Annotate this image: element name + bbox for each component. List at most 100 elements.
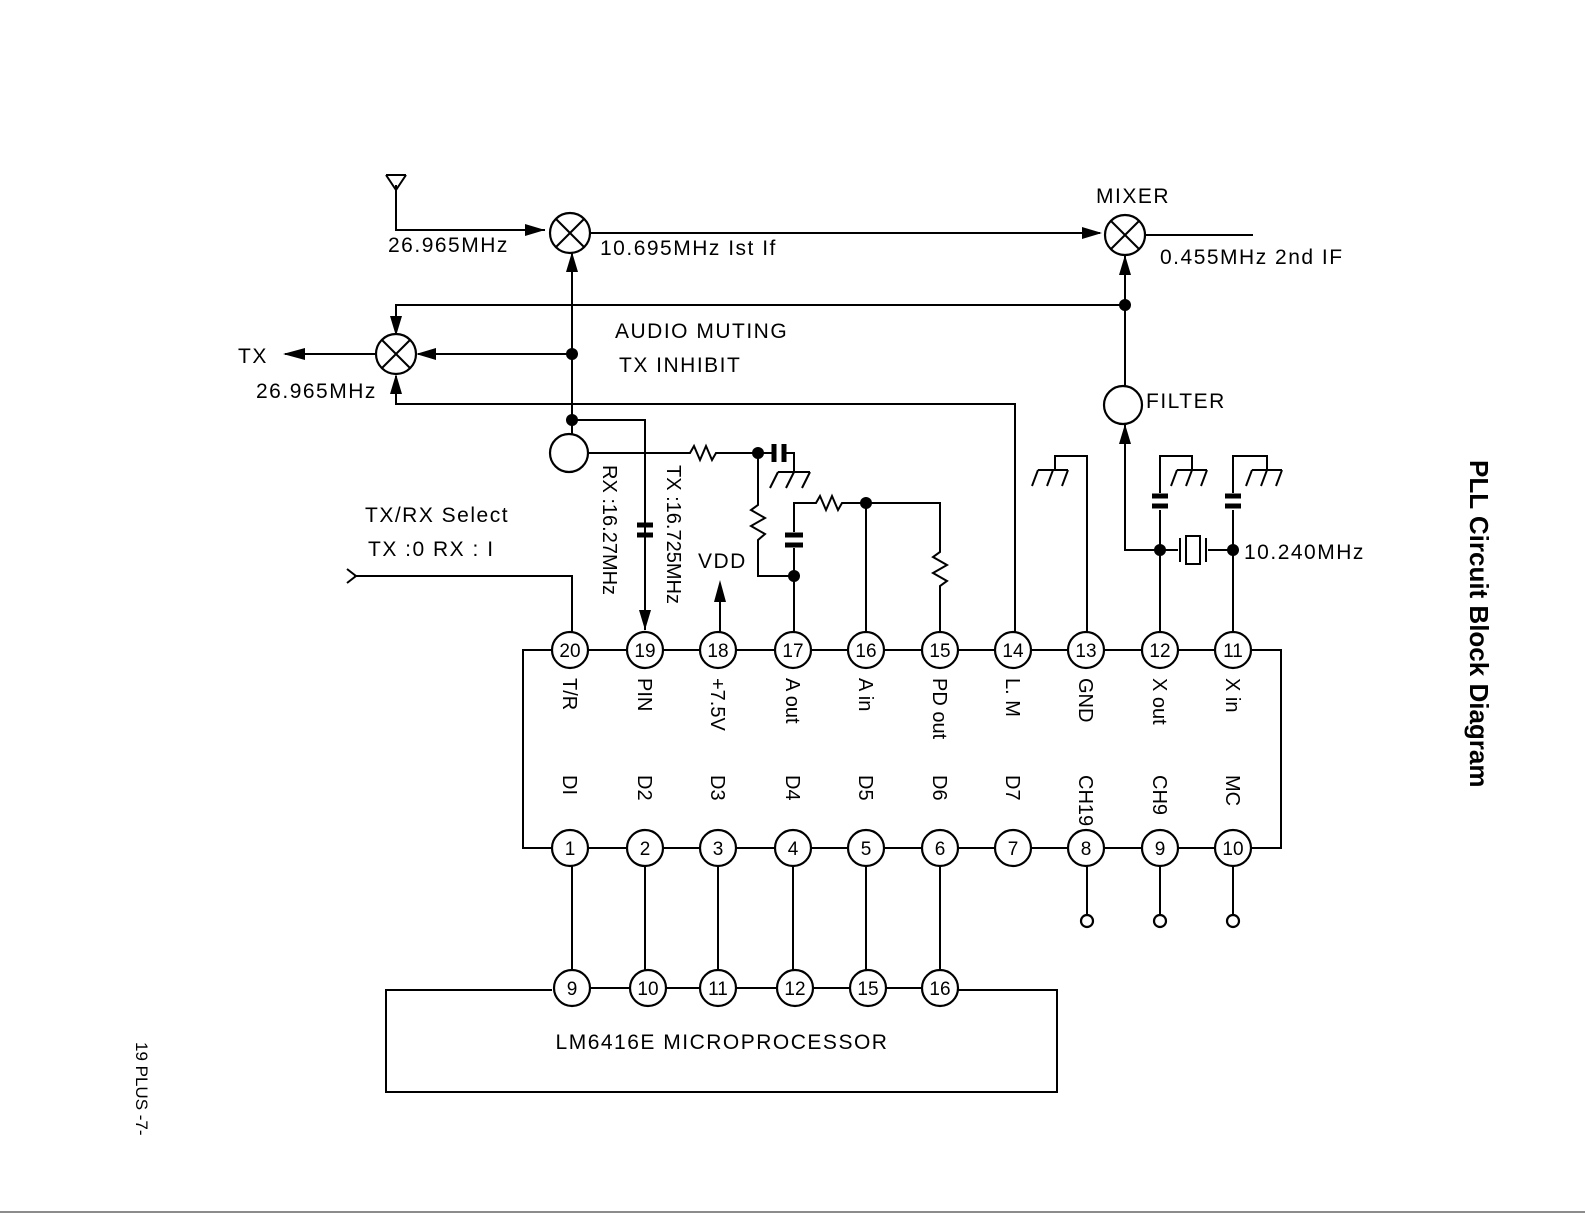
pin-name: CH19: [1074, 775, 1096, 826]
ground-symbol-13: [1031, 455, 1088, 632]
microprocessor-label: LM6416E MICROPROCESSOR: [556, 1031, 889, 1054]
pin-15-circle: [920, 630, 960, 670]
pin-name: D5: [854, 775, 876, 801]
pin-17-circle: [773, 630, 813, 670]
pin-12-circle: [1140, 630, 1180, 670]
pin-number: 3: [713, 839, 724, 860]
pin-number: 13: [1075, 641, 1096, 662]
filter-circle: [1102, 384, 1144, 426]
pin-18-circle: [698, 630, 738, 670]
pin-number: 2: [640, 839, 651, 860]
pin-11-circle: [1213, 630, 1253, 670]
pin-number: 18: [707, 641, 728, 662]
mcu-pin-number: 15: [857, 979, 878, 1000]
pin-number: 5: [861, 839, 872, 860]
pin-name: L. M: [1001, 678, 1023, 717]
pin-number: 19: [634, 641, 655, 662]
pin-14-circle: [993, 630, 1033, 670]
pin-name: A out: [781, 678, 803, 724]
mcu-pin-number: 9: [567, 979, 578, 1000]
vco-circle: [548, 432, 590, 474]
txrx-values-label: TX :0 RX : I: [368, 538, 495, 561]
channel-terminals: [1079, 866, 1241, 929]
mcu-pin-number: 12: [784, 979, 805, 1000]
pin-8-circle: [1066, 828, 1106, 868]
pin-19-circle: [625, 630, 665, 670]
mcu-pin-12-circle: [775, 968, 815, 1008]
first-if-label: 10.695MHz Ist If: [600, 237, 777, 260]
mcu-pin-number: 16: [929, 979, 950, 1000]
antenna-frequency: 26.965MHz: [388, 234, 509, 257]
mcu-pin-11-circle: [698, 968, 738, 1008]
page-bottom-rule: [0, 1211, 1585, 1213]
audio-muting-label: AUDIO MUTING: [615, 320, 788, 343]
pll-chip-outline: [522, 649, 1282, 849]
pin-number: 11: [1223, 641, 1243, 662]
pin-number: 6: [935, 839, 946, 860]
tx-mixer: [374, 332, 418, 376]
pin-9-circle: [1140, 828, 1180, 868]
pin-name: GND: [1074, 678, 1096, 722]
pin-2-circle: [625, 828, 665, 868]
pin-number: 14: [1002, 641, 1024, 662]
rx-vco-frequency: RX :16.27MHz: [598, 465, 620, 595]
pin-7-circle: [993, 828, 1033, 868]
crystal-frequency: 10.240MHz: [1244, 541, 1365, 564]
pin-number: 7: [1008, 839, 1019, 860]
pin-number: 9: [1155, 839, 1166, 860]
second-mixer: [1103, 213, 1147, 257]
pin-name: X out: [1148, 678, 1170, 725]
mcu-pin-16-circle: [920, 968, 960, 1008]
mixer-label: MIXER: [1096, 185, 1170, 208]
mcu-pin-number: 10: [637, 979, 658, 1000]
tx-vco-frequency: TX :16.725MHz: [662, 465, 684, 604]
vdd-label: VDD: [698, 550, 747, 573]
tx-frequency: 26.965MHz: [256, 380, 377, 403]
pin-name: D2: [633, 775, 655, 801]
pin-6-circle: [920, 828, 960, 868]
pin-name: +7.5V: [706, 678, 728, 731]
pin-number: 4: [788, 839, 799, 860]
pin-name: A in: [854, 678, 876, 711]
pin-name: D3: [706, 775, 728, 801]
mcu-pin-15-circle: [848, 968, 888, 1008]
tx-output-label: TX: [238, 345, 268, 368]
data-bus-lines: [571, 866, 941, 970]
loop-filter-network: [588, 443, 950, 632]
txrx-select-line: [346, 568, 573, 632]
microprocessor-pins: 9 10 11 12 15 16: [552, 968, 960, 1008]
pin-name: X in: [1221, 678, 1243, 712]
filter-label: FILTER: [1146, 390, 1226, 413]
pin-name: CH9: [1148, 775, 1170, 815]
pin-name: MC: [1221, 775, 1243, 806]
pin-name: D7: [1001, 775, 1023, 801]
pin-name: PD out: [928, 678, 950, 740]
pin-1-circle: [550, 828, 590, 868]
mcu-pin-9-circle: [552, 968, 592, 1008]
pin-4-circle: [773, 828, 813, 868]
tx-inhibit-label: TX INHIBIT: [619, 354, 741, 377]
pin-number: 1: [565, 839, 576, 860]
page-title: PLL Circuit Block Diagram: [1464, 460, 1494, 788]
rf-path-wires: [283, 174, 1253, 632]
pin-name: DI: [558, 775, 580, 795]
pin-number: 8: [1081, 839, 1092, 860]
pin-number: 17: [782, 641, 803, 662]
pin-number: 12: [1149, 641, 1170, 662]
mcu-pin-10-circle: [628, 968, 668, 1008]
pin-number: 10: [1222, 839, 1243, 860]
pin-16-circle: [846, 630, 886, 670]
microprocessor-box: [385, 989, 1058, 1093]
txrx-select-label: TX/RX Select: [365, 504, 509, 527]
pin-3-circle: [698, 828, 738, 868]
pin-10-circle: [1213, 828, 1253, 868]
pin-number: 16: [855, 641, 876, 662]
pin-name: D6: [928, 775, 950, 801]
pin-name: T/R: [558, 678, 580, 710]
pin-5-circle: [846, 828, 886, 868]
pin-number: 20: [559, 641, 580, 662]
mcu-pin-number: 11: [708, 979, 728, 1000]
